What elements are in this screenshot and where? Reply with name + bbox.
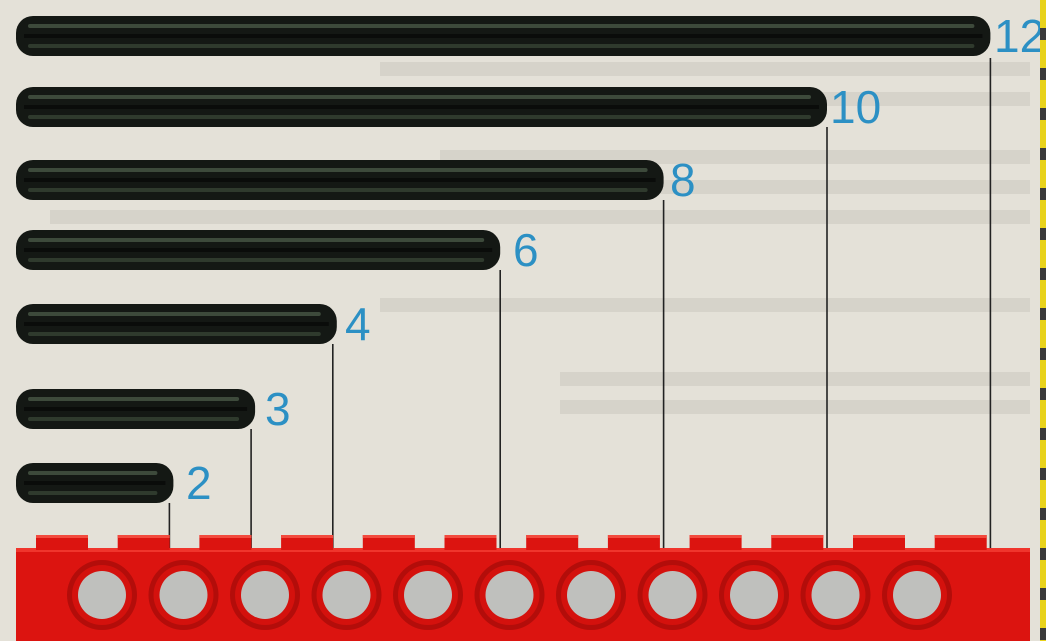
axle-groove xyxy=(24,322,329,326)
brick-stud-highlight xyxy=(118,535,170,538)
axle-6 xyxy=(16,230,500,270)
brick-hole xyxy=(649,571,697,619)
axle-length-label-12: 12 xyxy=(994,10,1045,62)
background-print-line xyxy=(560,400,1030,414)
brick-stud-highlight xyxy=(36,535,88,538)
brick-hole xyxy=(730,571,778,619)
axle-groove xyxy=(24,481,165,485)
brick-hole xyxy=(567,571,615,619)
background-print-line xyxy=(380,62,1030,76)
axle-length-label-10: 10 xyxy=(830,81,881,133)
brick-hole xyxy=(486,571,534,619)
axle-groove xyxy=(24,178,656,182)
brick-hole xyxy=(160,571,208,619)
axle-length-label-8: 8 xyxy=(670,154,696,206)
brick-stud-highlight xyxy=(690,535,742,538)
axle-12 xyxy=(16,16,990,56)
axle-highlight xyxy=(28,471,157,475)
axle-highlight xyxy=(28,312,321,316)
axle-highlight xyxy=(28,258,484,262)
brick-stud-highlight xyxy=(608,535,660,538)
brick-stud-highlight xyxy=(199,535,251,538)
axle-2 xyxy=(16,463,173,503)
axle-highlight xyxy=(28,24,974,28)
axle-groove xyxy=(24,407,247,411)
brick-stud-highlight xyxy=(281,535,333,538)
axle-groove xyxy=(24,34,982,38)
axle-length-label-2: 2 xyxy=(186,457,212,509)
background-print-line xyxy=(380,298,1030,312)
edge-stripe xyxy=(1040,0,1046,641)
brick-stud-highlight xyxy=(363,535,415,538)
brick-stud-highlight xyxy=(935,535,987,538)
axle-3 xyxy=(16,389,255,429)
axle-highlight xyxy=(28,44,974,48)
axle-highlight xyxy=(28,397,239,401)
axle-8 xyxy=(16,160,664,200)
axle-highlight xyxy=(28,417,239,421)
axle-groove xyxy=(24,105,819,109)
axle-highlight xyxy=(28,491,157,495)
brick-stud-highlight xyxy=(445,535,497,538)
axle-highlight xyxy=(28,332,321,336)
axle-length-label-3: 3 xyxy=(265,383,291,435)
axle-length-label-6: 6 xyxy=(513,224,539,276)
brick-hole xyxy=(812,571,860,619)
axle-length-label-4: 4 xyxy=(345,298,371,350)
axle-highlight xyxy=(28,168,648,172)
brick-hole xyxy=(893,571,941,619)
brick-stud-highlight xyxy=(853,535,905,538)
axle-groove xyxy=(24,248,492,252)
axle-highlight xyxy=(28,95,811,99)
brick-stud-highlight xyxy=(771,535,823,538)
background-print-line xyxy=(50,210,1030,224)
background-print-line xyxy=(560,372,1030,386)
brick-stud-highlight xyxy=(526,535,578,538)
brick-hole xyxy=(241,571,289,619)
axle-highlight xyxy=(28,115,811,119)
technic-brick xyxy=(16,535,1030,641)
brick-hole xyxy=(323,571,371,619)
axle-10 xyxy=(16,87,827,127)
brick-hole xyxy=(78,571,126,619)
brick-hole xyxy=(404,571,452,619)
axle-4 xyxy=(16,304,337,344)
axle-highlight xyxy=(28,188,648,192)
axle-highlight xyxy=(28,238,484,242)
